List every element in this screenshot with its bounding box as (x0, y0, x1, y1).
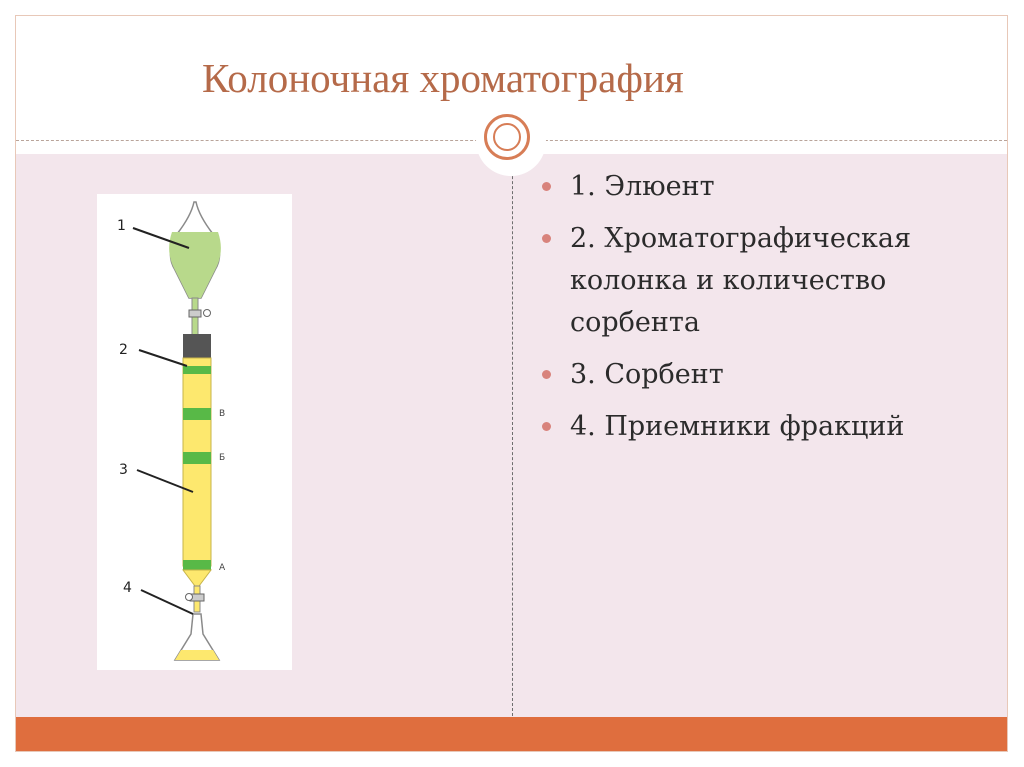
bullet-list: 1. Элюент 2. Хроматографическая колонка … (540, 166, 980, 458)
bullet-dot-icon (542, 370, 551, 379)
stopcock-top-handle (203, 309, 211, 317)
bullet-item: 1. Элюент (540, 166, 980, 208)
collected-fraction (175, 650, 219, 660)
zone-label-v: В (219, 409, 225, 419)
zone-label-b: Б (219, 453, 225, 463)
column-cap (183, 334, 211, 358)
band-top (183, 366, 211, 374)
bullet-dot-icon (542, 234, 551, 243)
zone-label-a: А (219, 563, 226, 573)
bullet-text: 4. Приемники фракций (570, 411, 905, 442)
band-a (183, 560, 211, 570)
bullet-item: 3. Сорбент (540, 354, 980, 396)
bullet-text: 2. Хроматографическая колонка и количест… (570, 223, 912, 338)
stopcock-top-icon (188, 309, 202, 318)
bullet-item: 4. Приемники фракций (540, 406, 980, 448)
stopcock-bottom-handle (185, 593, 193, 601)
bottom-accent-bar (16, 717, 1007, 751)
bullet-text: 3. Сорбент (570, 359, 724, 390)
callout-number-2: 2 (119, 342, 128, 358)
ring-ornament-icon (476, 106, 546, 176)
callout-number-3: 3 (119, 462, 128, 478)
callout-line-1 (132, 227, 190, 249)
slide-frame (15, 15, 1008, 752)
eluent-liquid (169, 232, 221, 298)
callout-line-4 (140, 589, 194, 615)
column-diagram-svg: 1 2 3 4 В Б А (117, 201, 226, 661)
callout-number-1: 1 (117, 218, 126, 234)
callout-line-2 (138, 349, 188, 367)
chromatography-column-diagram: 1 2 3 4 В Б А (97, 194, 292, 670)
callout-number-4: 4 (123, 580, 132, 596)
column-divider (512, 156, 513, 716)
bullet-item: 2. Хроматографическая колонка и количест… (540, 218, 980, 344)
band-v (183, 408, 211, 420)
bullet-dot-icon (542, 422, 551, 431)
band-b (183, 452, 211, 464)
column-taper (182, 569, 212, 587)
slide-title: Колоночная хроматография (202, 55, 684, 101)
callout-line-3 (136, 469, 194, 493)
bullet-dot-icon (542, 182, 551, 191)
bullet-text: 1. Элюент (570, 171, 715, 202)
